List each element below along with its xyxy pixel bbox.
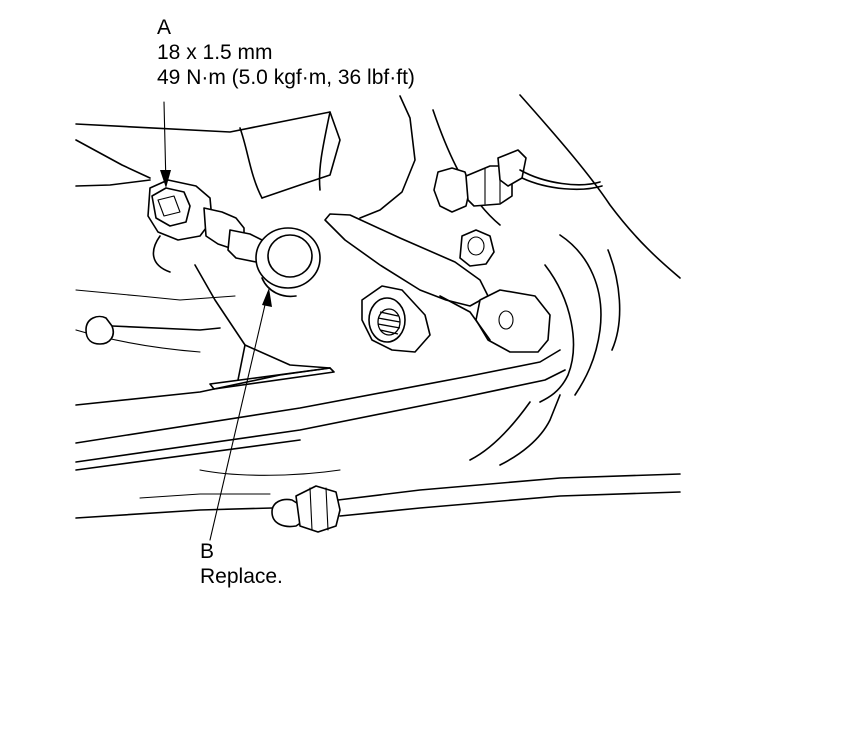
leader-line-b xyxy=(209,291,269,541)
banjo-bolt xyxy=(147,179,265,263)
threaded-port xyxy=(361,285,431,353)
sensor-connector xyxy=(433,149,603,267)
callout-a-size: 18 x 1.5 mm xyxy=(157,41,273,64)
fluid-pipe xyxy=(75,473,681,533)
callout-a: A 18 x 1.5 mm 49 N·m (5.0 kgf·m, 36 lbf·… xyxy=(157,15,415,90)
callout-a-torque: 49 N·m (5.0 kgf·m, 36 lbf·ft) xyxy=(157,66,415,89)
arrowhead-a xyxy=(160,170,171,188)
leader-lines xyxy=(160,101,272,541)
callout-b-letter: B xyxy=(200,540,215,563)
frame-rails xyxy=(75,349,566,471)
callout-a-letter: A xyxy=(157,16,172,39)
arrowhead-b xyxy=(262,288,272,307)
transmission-case xyxy=(75,94,681,476)
callout-b: B Replace. xyxy=(200,539,283,589)
sealing-washer xyxy=(255,227,321,298)
callout-b-note: Replace. xyxy=(200,565,283,588)
mount-bracket xyxy=(324,213,551,353)
left-knob xyxy=(85,315,221,345)
